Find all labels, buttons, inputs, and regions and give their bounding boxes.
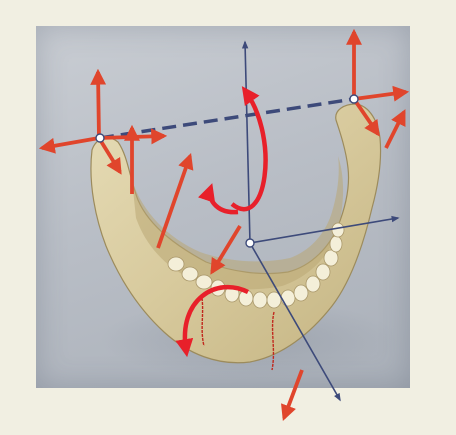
force-right-ramus-up xyxy=(386,112,404,148)
rotation-arrow-vertical-axis-lower xyxy=(210,190,238,212)
force-right-condyle-lateral xyxy=(354,92,406,99)
vertical-axis xyxy=(245,42,250,243)
left-condyle-point xyxy=(96,134,104,142)
axes-origin-point xyxy=(246,239,254,247)
force-left-body-up xyxy=(158,156,190,248)
force-left-condyle-up xyxy=(98,72,99,138)
right-condyle-point xyxy=(350,95,358,103)
intercondylar-axis xyxy=(100,99,354,138)
force-left-condyle-lateral xyxy=(42,138,99,148)
